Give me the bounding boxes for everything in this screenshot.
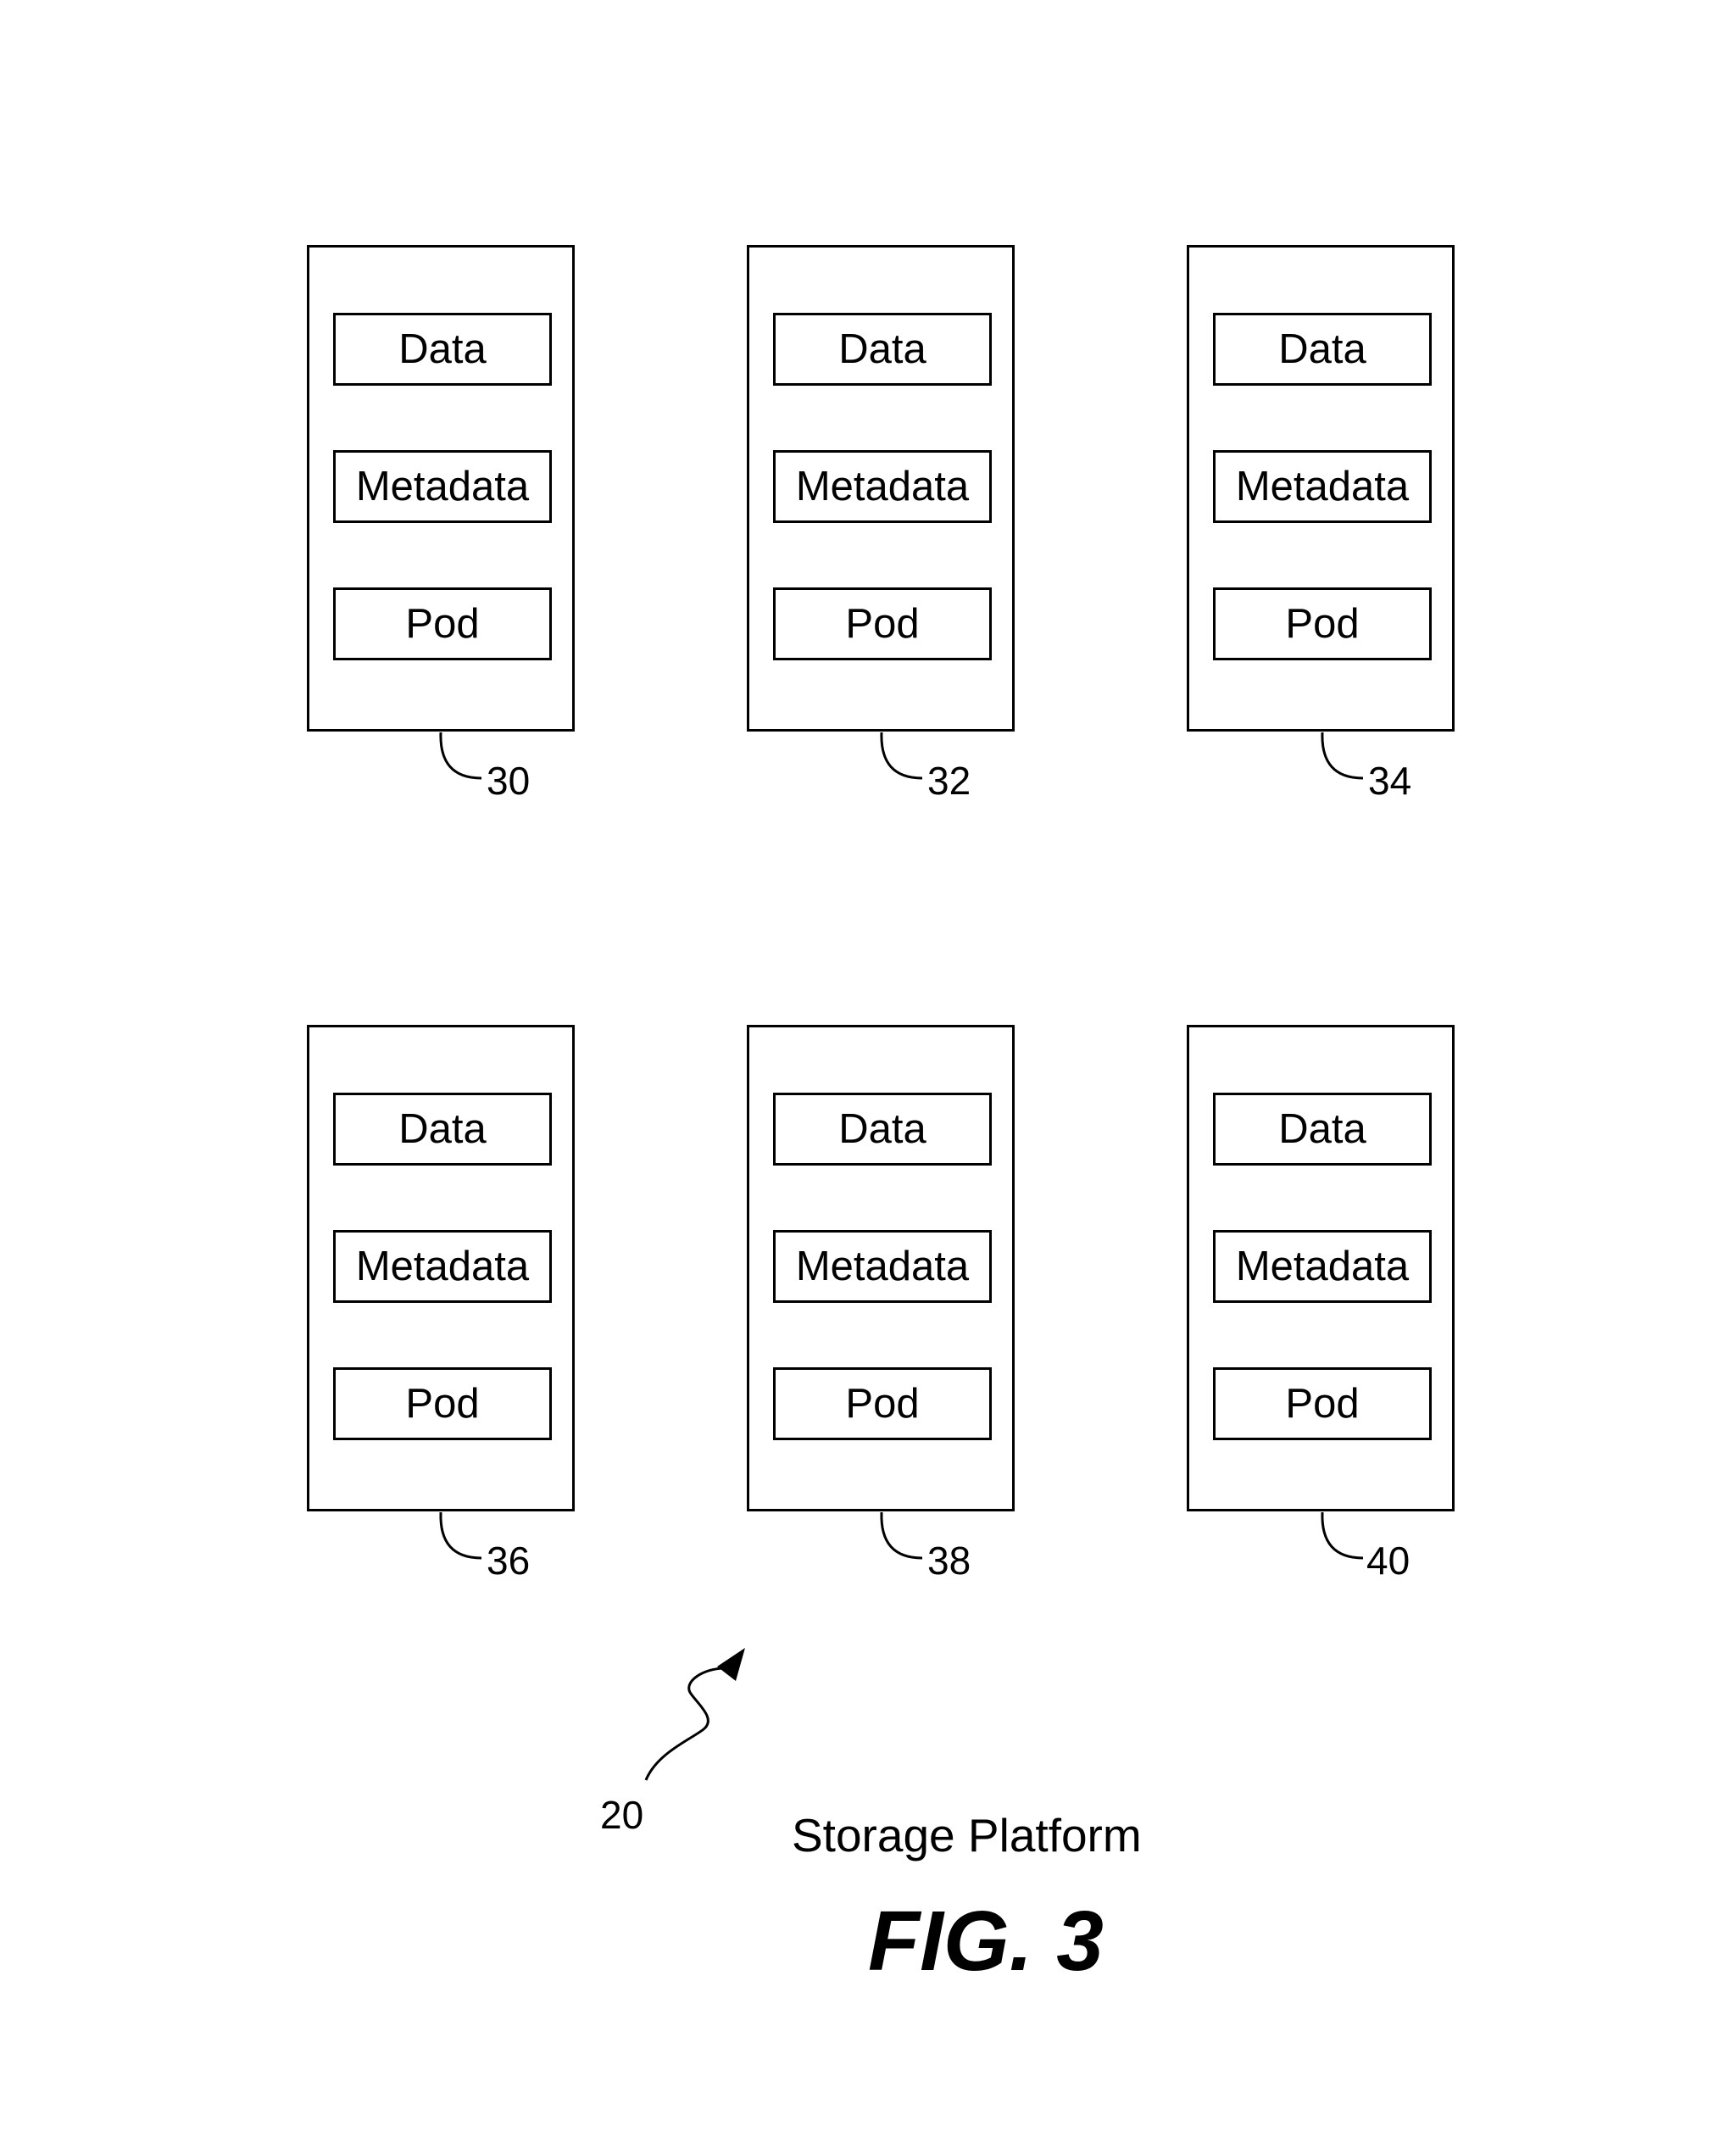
ref-label-38: 38 — [927, 1541, 971, 1580]
ref-label-32: 32 — [927, 761, 971, 800]
storage-node-36: Data Metadata Pod — [307, 1025, 575, 1511]
storage-node-38: Data Metadata Pod — [747, 1025, 1015, 1511]
metadata-box: Metadata — [333, 450, 552, 523]
platform-label: Storage Platform — [792, 1812, 1142, 1859]
storage-node-30: Data Metadata Pod — [307, 245, 575, 732]
pod-box: Pod — [773, 587, 992, 660]
metadata-box: Metadata — [1213, 1230, 1432, 1303]
leader-line-34 — [1322, 732, 1363, 778]
ref-label-34: 34 — [1368, 761, 1411, 800]
leader-line-32 — [882, 732, 922, 778]
figure-title: FIG. 3 — [868, 1899, 1104, 1984]
ref-label-40: 40 — [1366, 1541, 1410, 1580]
leader-line-38 — [882, 1512, 922, 1558]
metadata-box: Metadata — [333, 1230, 552, 1303]
ref-label-30: 30 — [487, 761, 530, 800]
data-box: Data — [333, 313, 552, 386]
data-box: Data — [1213, 313, 1432, 386]
metadata-box: Metadata — [773, 450, 992, 523]
ref-label-36: 36 — [487, 1541, 530, 1580]
platform-arrow-line — [646, 1668, 737, 1780]
metadata-box: Metadata — [1213, 450, 1432, 523]
pod-box: Pod — [1213, 1367, 1432, 1440]
leader-line-30 — [441, 732, 481, 778]
ref-label-20: 20 — [600, 1795, 643, 1834]
leader-line-40 — [1322, 1512, 1363, 1558]
data-box: Data — [1213, 1093, 1432, 1166]
pod-box: Pod — [773, 1367, 992, 1440]
storage-node-40: Data Metadata Pod — [1187, 1025, 1455, 1511]
data-box: Data — [333, 1093, 552, 1166]
storage-node-34: Data Metadata Pod — [1187, 245, 1455, 732]
data-box: Data — [773, 313, 992, 386]
pod-box: Pod — [333, 587, 552, 660]
leader-line-36 — [441, 1512, 481, 1558]
metadata-box: Metadata — [773, 1230, 992, 1303]
platform-arrowhead — [717, 1648, 745, 1681]
data-box: Data — [773, 1093, 992, 1166]
pod-box: Pod — [1213, 587, 1432, 660]
storage-node-32: Data Metadata Pod — [747, 245, 1015, 732]
pod-box: Pod — [333, 1367, 552, 1440]
